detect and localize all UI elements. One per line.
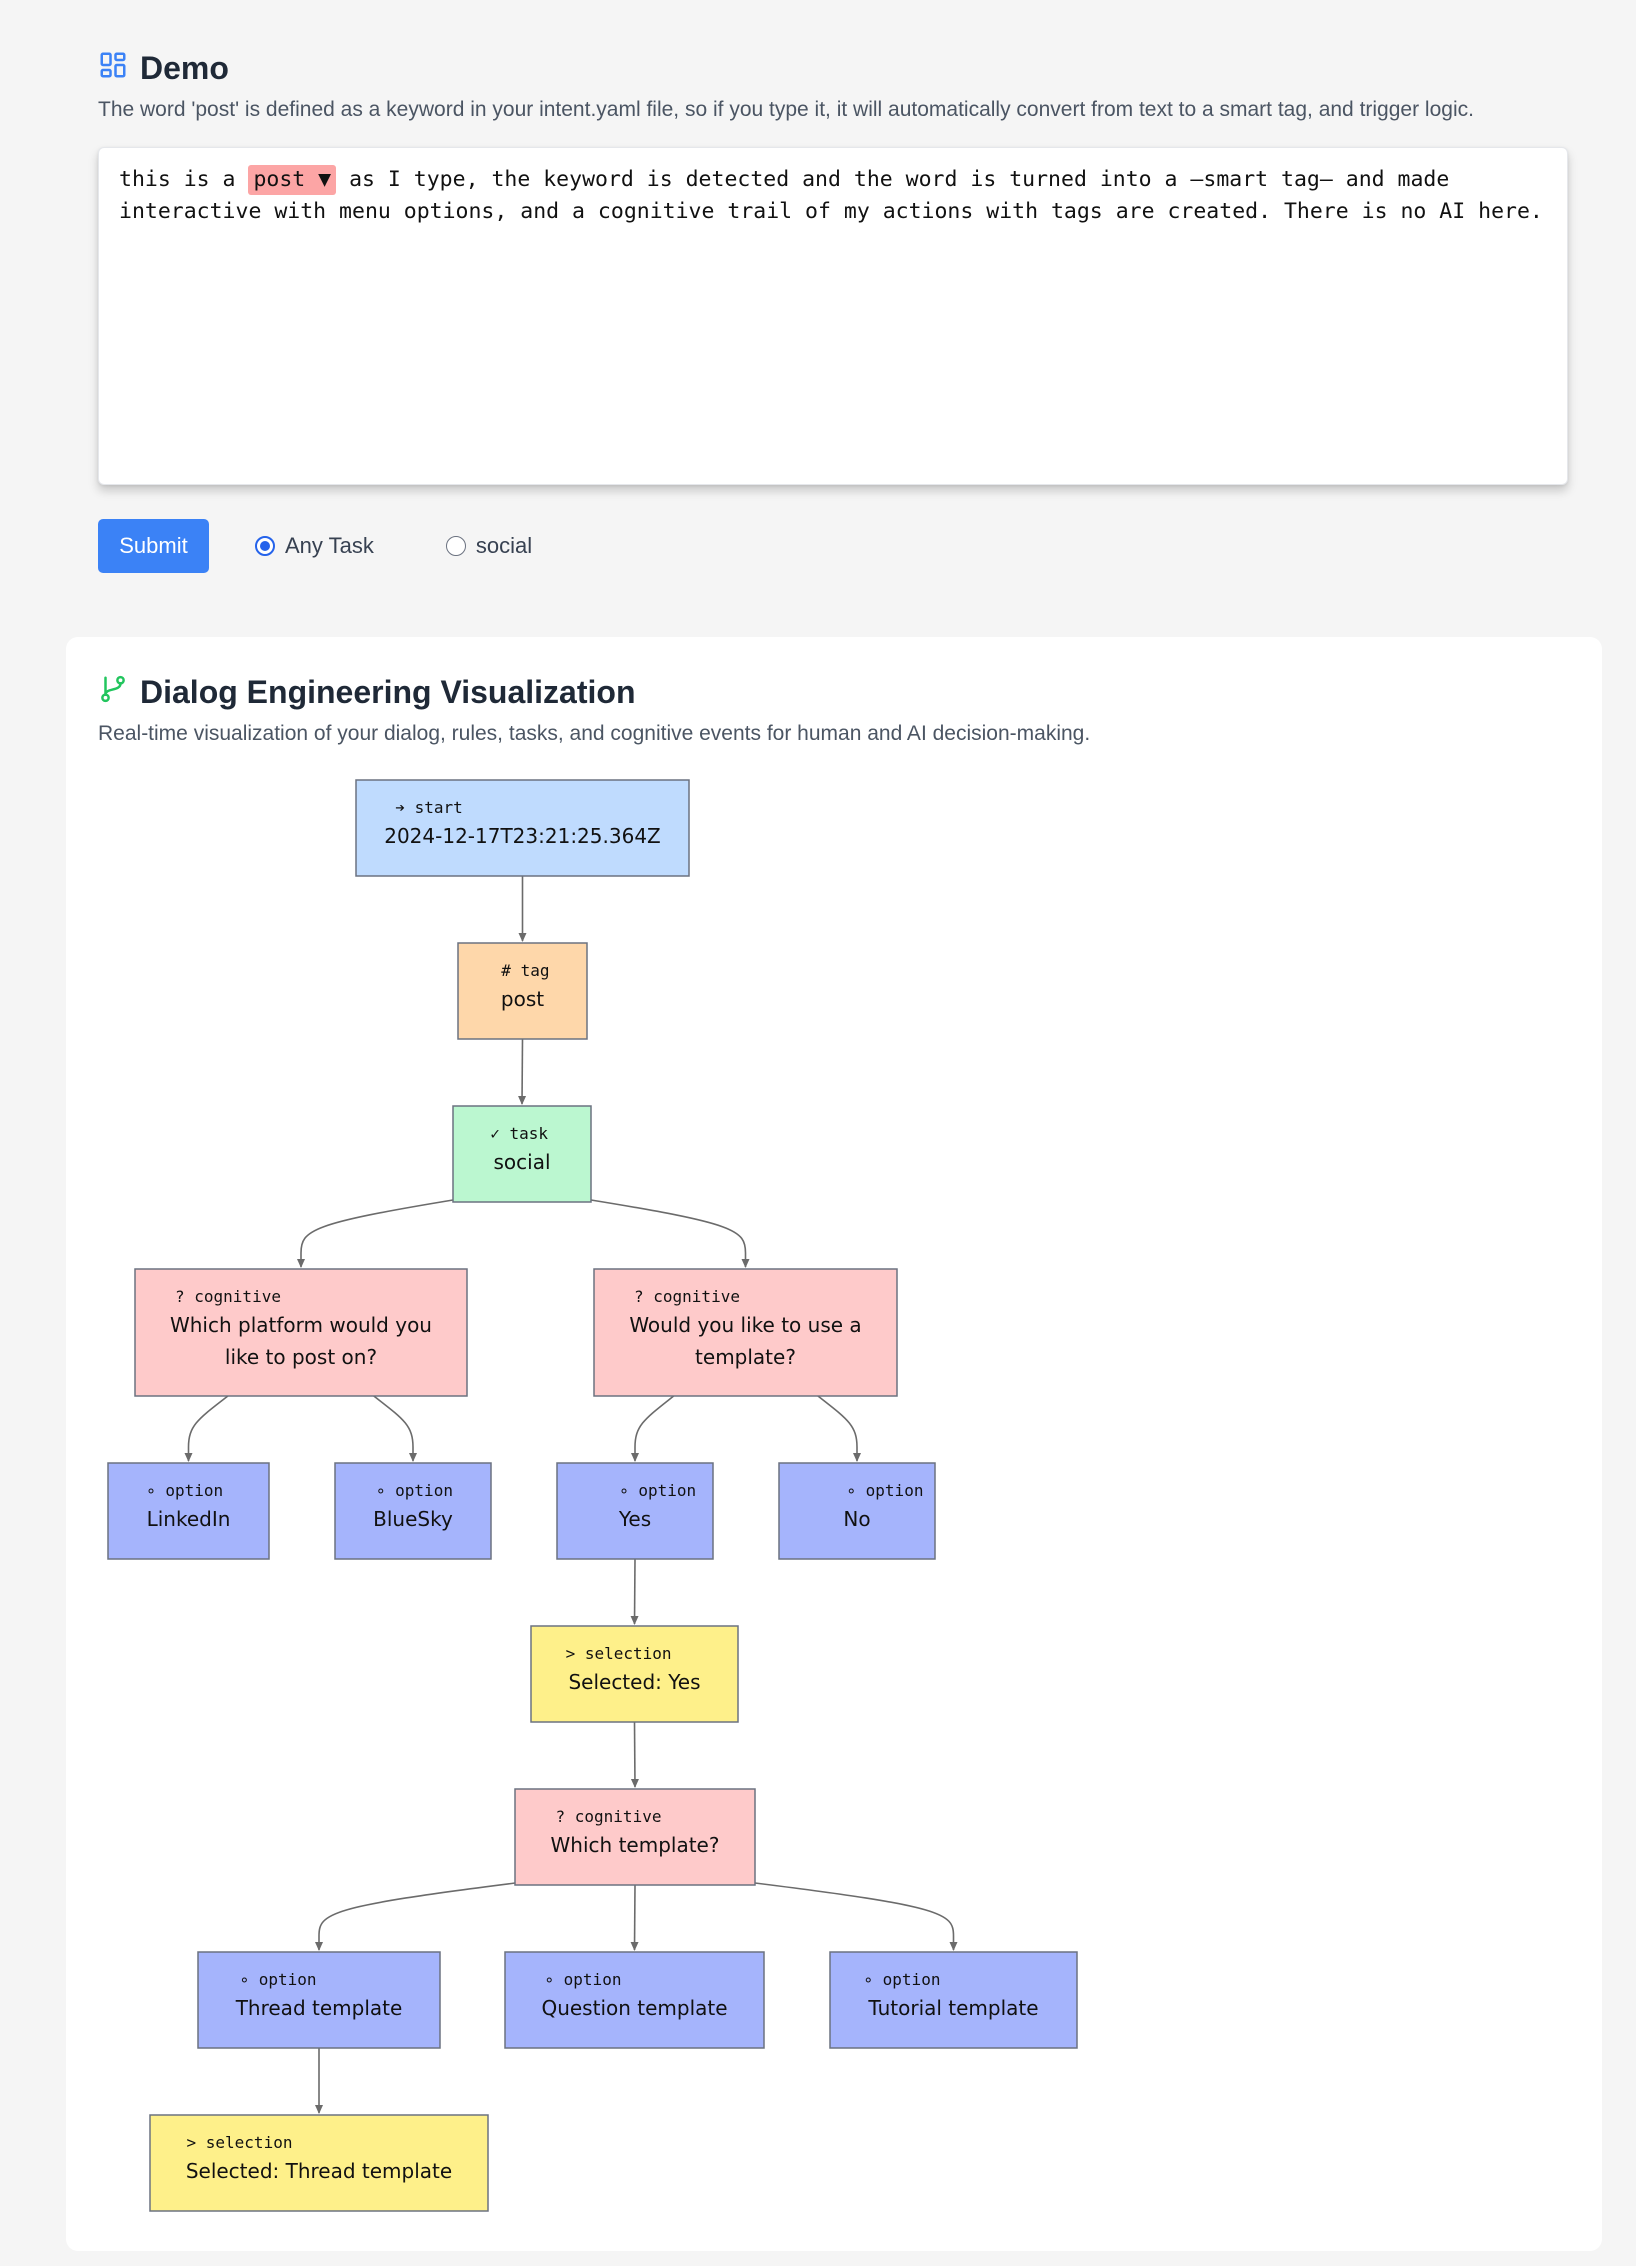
- node-box-opt_thread[interactable]: [197, 1951, 441, 2049]
- smart-tag-post[interactable]: post ▼: [248, 165, 337, 195]
- visualization-description: Real-time visualization of your dialog, …: [98, 722, 1091, 745]
- node-kind-start: ➔ start: [395, 798, 462, 817]
- node-box-start[interactable]: [355, 779, 690, 877]
- node-label-opt_tutorial-0: Tutorial template: [867, 1996, 1038, 2020]
- edge-cog1-to-opt_linkedin: [184, 1395, 229, 1462]
- node-kind-task: ✓ task: [490, 1124, 548, 1143]
- node-label-sel_thread-0: Selected: Thread template: [186, 2159, 452, 2183]
- visualization-header: Dialog Engineering Visualization: [98, 674, 635, 709]
- radio-checked-icon[interactable]: [255, 536, 275, 556]
- node-label-opt_question-0: Question template: [541, 1996, 727, 2020]
- node-tag-tag[interactable]: # tag post: [457, 942, 588, 1040]
- node-label-sel_yes-0: Selected: Yes: [568, 1670, 700, 1694]
- edge-task-to-cog2: [590, 1199, 750, 1268]
- node-box-opt_no[interactable]: [778, 1462, 936, 1560]
- node-box-opt_yes[interactable]: [556, 1462, 714, 1560]
- node-box-opt_tutorial[interactable]: [829, 1951, 1078, 2049]
- node-kind-cog1: ? cognitive: [175, 1287, 281, 1306]
- node-kind-tag: # tag: [501, 961, 549, 980]
- node-kind-opt_yes: ∘ option: [619, 1481, 696, 1500]
- node-kind-opt_bluesky: ∘ option: [376, 1481, 453, 1500]
- node-label-opt_yes-0: Yes: [618, 1507, 651, 1531]
- node-box-opt_linkedin[interactable]: [107, 1462, 270, 1560]
- demo-header: Demo: [98, 50, 229, 85]
- radio-unchecked-icon[interactable]: [445, 536, 466, 556]
- radio-social-label: social: [475, 533, 533, 558]
- diagram-edges: [184, 876, 958, 2114]
- radio-social[interactable]: social: [445, 533, 533, 559]
- node-kind-cog2: ? cognitive: [634, 1287, 740, 1306]
- edge-cog3-to-opt_thread: [315, 1882, 516, 1951]
- node-box-sel_thread[interactable]: [149, 2114, 489, 2212]
- demo-description: The word 'post' is defined as a keyword …: [98, 98, 1474, 121]
- form-controls: Submit Any Task social: [98, 519, 532, 573]
- node-label-cog2-1: template?: [695, 1345, 796, 1369]
- node-label-opt_linkedin-0: LinkedIn: [147, 1507, 231, 1531]
- node-box-cog2[interactable]: [593, 1268, 898, 1397]
- edge-opt_yes-to-sel_yes: [630, 1558, 639, 1625]
- diagram-nodes: ➔ start 2024-12-17T23:21:25.364Z # tag post…: [107, 779, 1078, 2212]
- edge-cog2-to-opt_yes: [631, 1395, 675, 1462]
- node-kind-opt_question: ∘ option: [544, 1970, 621, 1989]
- node-label-opt_thread-0: Thread template: [235, 1996, 403, 2020]
- node-label-opt_no-0: No: [843, 1507, 870, 1531]
- editor-text-before: this is a: [119, 167, 249, 192]
- node-kind-opt_linkedin: ∘ option: [146, 1481, 223, 1500]
- node-kind-opt_no: ∘ option: [846, 1481, 923, 1500]
- radio-any-task[interactable]: Any Task: [255, 533, 374, 559]
- edge-cog1-to-opt_bluesky: [373, 1395, 417, 1462]
- edge-cog2-to-opt_no: [817, 1395, 861, 1462]
- smart-text-editor[interactable]: this is a post ▼ as I type, the keyword …: [98, 147, 1568, 485]
- node-task-task[interactable]: ✓ task social: [452, 1105, 592, 1203]
- submit-button[interactable]: Submit: [98, 519, 209, 573]
- node-box-opt_bluesky[interactable]: [334, 1462, 492, 1560]
- visualization-title: Dialog Engineering Visualization: [140, 673, 636, 710]
- node-kind-sel_yes: > selection: [566, 1644, 672, 1663]
- node-box-task[interactable]: [452, 1105, 592, 1203]
- node-label-tag-0: post: [501, 987, 544, 1011]
- node-label-cog1-0: Which platform would you: [170, 1313, 432, 1337]
- editor-text-after: as I type, the keyword is detected and t…: [119, 167, 1543, 224]
- dashboard-icon: [98, 50, 128, 85]
- node-start-start[interactable]: ➔ start 2024-12-17T23:21:25.364Z: [355, 779, 690, 877]
- node-box-opt_question[interactable]: [504, 1951, 765, 2049]
- node-label-task-0: social: [493, 1150, 550, 1174]
- demo-title: Demo: [140, 49, 229, 86]
- node-kind-opt_thread: ∘ option: [240, 1970, 317, 1989]
- node-box-tag[interactable]: [457, 942, 588, 1040]
- node-box-cog3[interactable]: [514, 1788, 756, 1886]
- node-box-cog1[interactable]: [134, 1268, 468, 1397]
- node-kind-cog3: ? cognitive: [556, 1807, 662, 1826]
- node-label-cog3-0: Which template?: [551, 1833, 720, 1857]
- edge-task-to-cog1: [297, 1199, 454, 1268]
- edge-sel_yes-to-cog3: [630, 1721, 639, 1788]
- edge-cog3-to-opt_question: [630, 1884, 639, 1951]
- edge-cog3-to-opt_tutorial: [754, 1882, 958, 1951]
- git-branch-icon: [98, 674, 128, 709]
- node-kind-opt_tutorial: ∘ option: [863, 1970, 940, 1989]
- node-kind-sel_thread: > selection: [187, 2133, 293, 2152]
- node-box-sel_yes[interactable]: [530, 1625, 739, 1723]
- node-label-start-0: 2024-12-17T23:21:25.364Z: [384, 824, 661, 848]
- node-label-cog2-0: Would you like to use a: [629, 1313, 861, 1337]
- node-label-cog1-1: like to post on?: [225, 1345, 377, 1369]
- radio-any-task-label: Any Task: [285, 533, 374, 558]
- edge-tag-to-task: [518, 1038, 527, 1105]
- node-label-opt_bluesky-0: BlueSky: [373, 1507, 453, 1531]
